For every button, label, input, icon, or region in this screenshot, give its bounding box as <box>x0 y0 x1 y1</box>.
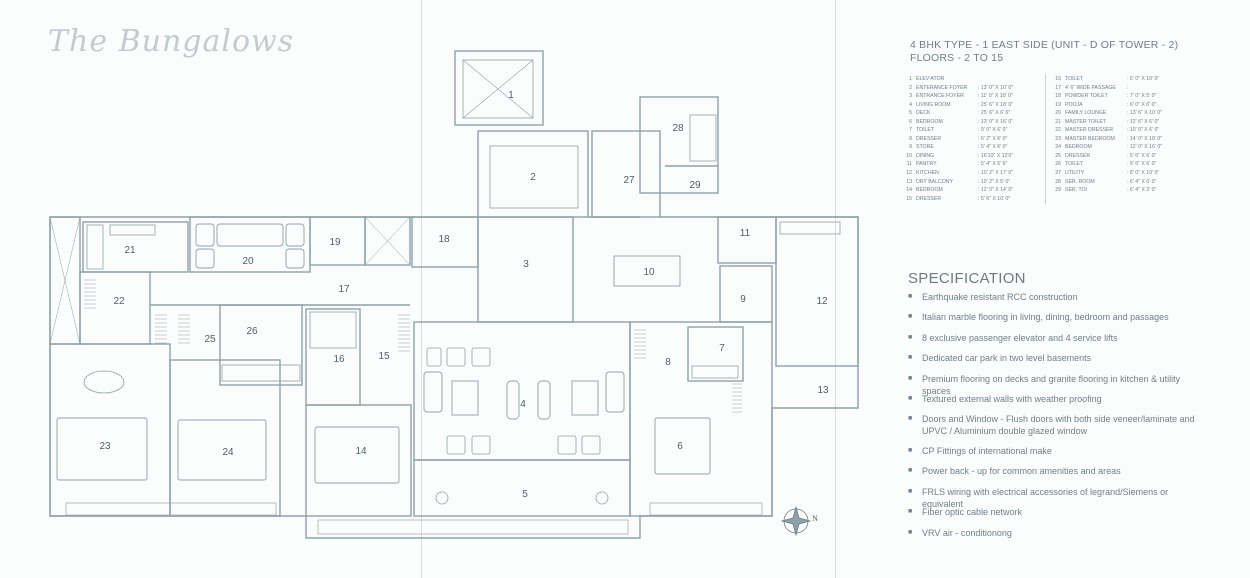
unit-title: 4 BHK TYPE - 1 EAST SIDE (UNIT - D OF TO… <box>910 39 1178 65</box>
spec-item: ■Doors and Window - Flush doors with bot… <box>908 414 1195 436</box>
compass-icon <box>780 505 812 537</box>
room-label-12: 12 <box>816 296 828 307</box>
room-label-9: 9 <box>740 294 746 305</box>
spec-item: ■Fiber optic cable network <box>908 507 1023 517</box>
room-label-13: 13 <box>817 385 829 396</box>
compass-letter: N <box>812 514 818 523</box>
room-label-5: 5 <box>522 489 528 500</box>
room-label-28: 28 <box>672 123 684 134</box>
page-fold-right <box>835 0 836 578</box>
room-label-22: 22 <box>113 296 125 307</box>
room-label-7: 7 <box>719 343 725 354</box>
room-label-19: 19 <box>329 237 341 248</box>
room-label-25: 25 <box>204 334 216 345</box>
schedule-divider <box>1045 74 1046 204</box>
spec-item: ■VRV air - conditionong <box>908 528 1012 538</box>
room-label-21: 21 <box>124 245 136 256</box>
room-label-20: 20 <box>242 256 254 267</box>
room-label-4: 4 <box>520 399 526 410</box>
room-label-11: 11 <box>740 228 751 239</box>
utility-room <box>591 130 661 218</box>
spec-item: ■Textured external walls with weather pr… <box>908 394 1102 404</box>
room-label-2: 2 <box>530 172 536 183</box>
page-fold-left <box>421 0 422 578</box>
room-label-14: 14 <box>355 446 367 457</box>
room-label-3: 3 <box>523 259 529 270</box>
floor-plan: N 1 2 3 4 5 6 7 8 9 10 11 12 13 14 15 16… <box>49 50 859 539</box>
room-label-29: 29 <box>689 180 701 191</box>
room-label-17: 17 <box>338 284 350 295</box>
spec-item: ■Premium flooring on decks and granite f… <box>908 374 1181 396</box>
spec-item: ■Earthquake resistant RCC construction <box>908 292 1078 302</box>
unit-type: 4 BHK TYPE - 1 EAST SIDE (UNIT - D OF TO… <box>910 39 1179 51</box>
spec-item: ■CP Fittings of international make <box>908 446 1052 456</box>
elevator-shaft <box>454 50 544 126</box>
room-label-23: 23 <box>99 441 111 452</box>
spec-item: ■Dedicated car park in two level basemen… <box>908 353 1092 363</box>
room-label-8: 8 <box>665 357 671 368</box>
spec-item: ■Power back - up for common amenities an… <box>908 466 1121 476</box>
room-label-6: 6 <box>677 441 683 452</box>
servant-room <box>639 96 719 194</box>
spec-item: ■8 exclusive passenger elevator and 4 se… <box>908 333 1118 343</box>
room-label-15: 15 <box>378 351 390 362</box>
room-label-27: 27 <box>623 175 635 186</box>
plan-outline <box>49 216 859 539</box>
room-label-26: 26 <box>246 326 258 337</box>
room-label-24: 24 <box>222 447 234 458</box>
unit-floors: FLOORS - 2 TO 15 <box>910 52 1004 64</box>
specification-heading: SPECIFICATION <box>908 270 1026 287</box>
spec-item: ■Italian marble flooring in living, dini… <box>908 312 1169 322</box>
spec-item: ■FRLS wiring with electrical accessories… <box>908 487 1169 509</box>
room-label-18: 18 <box>438 234 450 245</box>
brand-logo: The Bungalows <box>48 24 295 59</box>
room-label-10: 10 <box>643 267 655 278</box>
room-label-1: 1 <box>508 90 514 101</box>
room-label-16: 16 <box>333 354 345 365</box>
